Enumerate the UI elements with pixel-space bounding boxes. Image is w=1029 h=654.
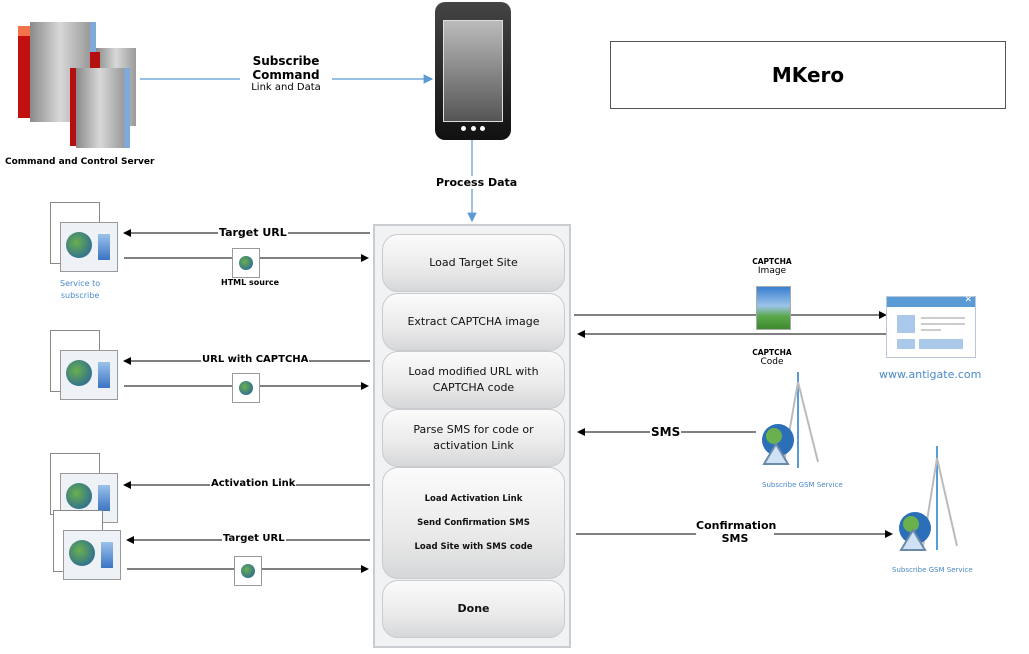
subscribe-title-line2: Command	[240, 68, 332, 82]
step-load-target-site: Load Target Site	[382, 234, 565, 292]
target-url-label-2: Target URL	[222, 533, 286, 544]
target-url-label: Target URL	[218, 226, 288, 239]
gsm-tower-icon	[893, 446, 973, 556]
step-text: Send Confirmation SMS	[417, 517, 530, 528]
captcha-image-label-line1: CAPTCHA	[752, 257, 792, 266]
step-text: Load Target Site	[429, 256, 518, 270]
subscribe-title-line1: Subscribe	[240, 54, 332, 68]
step-text: Load modified URL with	[408, 365, 539, 379]
subscribe-command-label: Subscribe Command Link and Data	[240, 54, 332, 93]
web-service-icon	[53, 510, 121, 580]
captcha-service-window-icon: ✕	[886, 295, 976, 358]
step-activation-confirmation: Load Activation Link Send Confirmation S…	[382, 467, 565, 579]
activation-link-label: Activation Link	[210, 478, 297, 489]
captcha-image-label: CAPTCHA Image	[750, 257, 794, 276]
captcha-image-icon	[756, 286, 791, 330]
server-label: Command and Control Server	[5, 157, 155, 167]
smartphone-icon	[435, 2, 511, 140]
gsm-tower-icon	[756, 372, 836, 472]
step-load-modified-url: Load modified URL with CAPTCHA code	[382, 351, 565, 409]
step-text: Parse SMS for code or	[413, 423, 534, 437]
gsm-service-label-2: Subscribe GSM Service	[892, 566, 973, 574]
diagram-title: MKero	[610, 41, 1006, 109]
sms-label: SMS	[650, 425, 682, 439]
html-document-icon	[232, 248, 260, 278]
subscribe-subtitle: Link and Data	[251, 82, 321, 93]
captcha-code-label: CAPTCHA Code	[750, 348, 794, 367]
step-parse-sms: Parse SMS for code or activation Link	[382, 409, 565, 467]
step-text: Load Site with SMS code	[414, 542, 533, 553]
step-text: Load Activation Link	[424, 493, 523, 504]
confirmation-sms-label: Confirmation SMS	[696, 519, 777, 545]
web-service-icon	[50, 202, 118, 272]
captcha-code-label-line1: CAPTCHA	[752, 348, 792, 357]
service-label: Service to subscribe	[60, 278, 100, 302]
web-service-icon	[50, 330, 118, 400]
server-icon	[8, 18, 138, 148]
html-document-icon	[232, 373, 260, 403]
step-text: Done	[457, 602, 490, 616]
step-extract-captcha: Extract CAPTCHA image	[382, 293, 565, 351]
service-label-line1: Service to	[60, 279, 101, 288]
confirmation-label-line1: Confirmation	[696, 519, 777, 532]
step-done: Done	[382, 580, 565, 638]
antigate-url: www.antigate.com	[879, 368, 982, 381]
captcha-image-label-line2: Image	[757, 266, 787, 276]
html-document-icon	[234, 556, 262, 586]
step-text: CAPTCHA code	[432, 381, 515, 394]
gsm-service-label: Subscribe GSM Service	[762, 481, 843, 489]
url-with-captcha-label: URL with CAPTCHA	[201, 354, 310, 365]
confirmation-label-line2: SMS	[721, 532, 749, 545]
step-text: activation Link	[433, 439, 514, 452]
html-source-label: HTML source	[221, 278, 280, 287]
captcha-code-label-line2: Code	[760, 357, 784, 367]
step-text: Extract CAPTCHA image	[407, 315, 540, 329]
service-label-line2: subscribe	[60, 291, 100, 300]
process-data-label: Process Data	[436, 176, 518, 189]
close-icon: ✕	[964, 295, 972, 305]
